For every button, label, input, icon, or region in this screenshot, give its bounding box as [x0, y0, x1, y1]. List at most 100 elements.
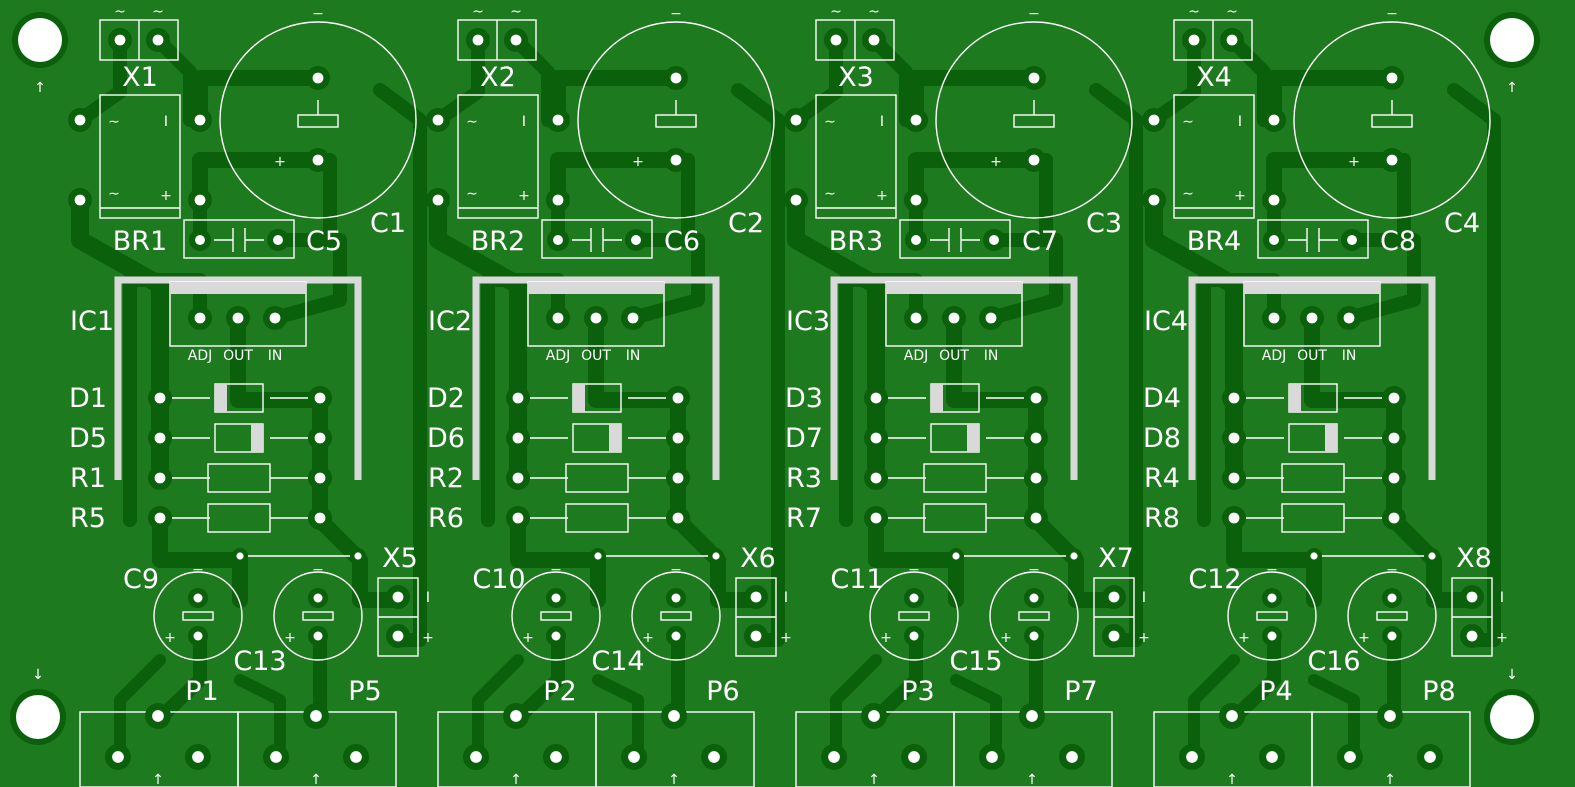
trace-p1 [472, 654, 524, 761]
ic-pin-label-in: IN [626, 348, 641, 364]
mounting-hole [1490, 695, 1534, 739]
module-4-traces [1145, 33, 1501, 761]
diode-top-label: D3 [785, 383, 823, 414]
bridge-ac-mark: ∼ [466, 114, 478, 130]
bridge-pin-ac2-drill [1148, 194, 1160, 206]
diode-bottom-band [967, 424, 979, 452]
diode-bottom-pin1-drill [154, 432, 166, 444]
pot-a-wiper-drill [510, 710, 522, 722]
pot-a-label: P2 [543, 676, 576, 707]
resistor-top-label: R1 [70, 463, 106, 494]
cap-small-a-pin-plus-drill [1267, 631, 1277, 641]
pot-a-wiper-drill [1226, 710, 1238, 722]
trace-ac1 [1147, 33, 1201, 127]
bridge-pin-minus-drill [1268, 114, 1280, 126]
diode-top-label: D2 [427, 383, 465, 414]
ic-label: IC1 [70, 306, 114, 337]
pot-a-label: P3 [901, 676, 934, 707]
resistor-top-label: R2 [428, 463, 464, 494]
pot-b-wiper-drill [1384, 710, 1396, 722]
diode-top-pin2-drill [314, 392, 326, 404]
trace-out [588, 310, 686, 528]
cap-small-a-minus-mark: − [550, 562, 562, 578]
trace-in [626, 233, 705, 325]
cap-small-a-symbol [1256, 611, 1288, 621]
diode-top-pin1-drill [512, 392, 524, 404]
pot-a-label: P1 [185, 676, 218, 707]
wire-link-pin2-drill [354, 552, 362, 560]
diode-top-pin1-drill [1228, 392, 1240, 404]
resistor-bottom-body [207, 503, 271, 533]
trace-right [373, 83, 427, 647]
trace-p1 [830, 654, 882, 761]
ac-mark: ~ [1188, 4, 1200, 20]
ac-mark: ~ [1226, 4, 1238, 20]
bridge-ac-mark: ∼ [1182, 186, 1194, 202]
bridge-pin-minus-drill [910, 114, 922, 126]
x-connector-label: X1 [122, 62, 158, 93]
out-conn-plus-mark: + [1496, 630, 1508, 646]
x-connector-label: X2 [480, 62, 516, 93]
bridge-minus-mark: I [164, 114, 168, 130]
bridge-pin-ac2-drill [432, 194, 444, 206]
ic-pin-adj-drill [552, 312, 564, 324]
diode-top-label: D4 [1143, 383, 1181, 414]
out-conn-label: X6 [740, 543, 776, 574]
trace-p5 [592, 674, 644, 761]
diode-bottom-label: D6 [427, 423, 465, 454]
x-connector-pin2-drill [868, 34, 880, 46]
diode-bottom-pin2-drill [1388, 432, 1400, 444]
x-connector-pin2-drill [152, 34, 164, 46]
ic-tab [1244, 282, 1380, 294]
cap-small-a-outline [1227, 571, 1317, 661]
trace-r5 [1226, 512, 1322, 608]
trace-out2 [1386, 512, 1482, 608]
cap-small-a-plus-mark: + [522, 630, 534, 646]
cap-small-a-minus-mark: − [908, 562, 920, 578]
heatsink-outline [114, 276, 362, 480]
diode-bottom-band [1325, 424, 1337, 452]
trace-p5 [1308, 674, 1360, 761]
ac-mark: ~ [830, 4, 842, 20]
resistor-bottom-label: R7 [786, 503, 822, 534]
cap-small-b-plus-mark: + [1358, 630, 1370, 646]
bridge-outline [99, 94, 181, 219]
pot-b-pin1-drill [1344, 751, 1356, 763]
mounting-holes: ↑↑↓↓ [10, 12, 1540, 745]
diode-bottom-pin2-drill [314, 432, 326, 444]
trace-out2 [670, 512, 766, 608]
trace-r5 [152, 512, 248, 608]
resistor-top-pin2-drill [314, 472, 326, 484]
bridge-pin-minus-drill [552, 114, 564, 126]
cap-film-pin2-drill [1347, 235, 1357, 245]
cap-film-label: C6 [664, 226, 700, 257]
ic-pin-label-out: OUT [1297, 348, 1327, 364]
heatsink-outline [1188, 276, 1436, 480]
ac-mark: ~ [868, 4, 880, 20]
heatsink-outline [830, 276, 1078, 480]
module-1-traces [71, 33, 427, 761]
trace-c5b [987, 153, 1053, 247]
resistor-top-body [1281, 463, 1345, 493]
cap-big-plus-mark: + [1348, 154, 1360, 170]
trace-right [1089, 83, 1143, 647]
ac-mark: ~ [114, 4, 126, 20]
cap-big-plus-mark: + [990, 154, 1002, 170]
bridge-label: BR2 [471, 226, 525, 257]
pot-a-wiper-drill [868, 710, 880, 722]
bridge-ac-mark: ∼ [466, 186, 478, 202]
cap-small-a-plus-mark: + [880, 630, 892, 646]
cap-small-b-pin-plus-drill [313, 631, 323, 641]
pot-b-arrow-mark: ↑ [668, 772, 680, 787]
cap-small-b-minus-mark: − [1386, 562, 1398, 578]
cap-small-a-symbol [182, 611, 214, 621]
diode-top-band [1289, 384, 1301, 412]
cap-film-outline [899, 219, 1011, 259]
pot-b-pin2-drill [1066, 751, 1078, 763]
cap-big-pin-minus-drill [312, 72, 324, 84]
cap-big-outline [1293, 21, 1491, 219]
cap-big-minus-mark: − [1028, 6, 1040, 22]
trace-out2 [1028, 512, 1124, 608]
wire-link-pin2-drill [1070, 552, 1078, 560]
